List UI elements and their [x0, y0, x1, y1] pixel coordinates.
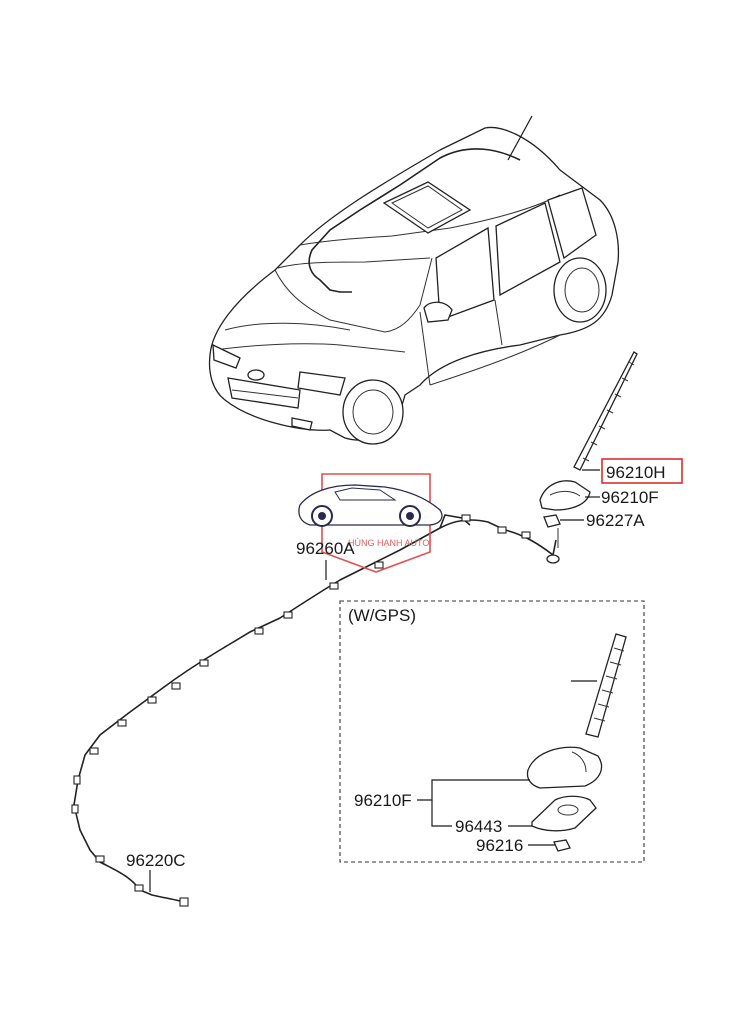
- highlight-box: [601, 458, 683, 484]
- label-96227A: 96227A: [586, 511, 645, 530]
- car-illustration: [208, 115, 620, 445]
- label-96443: 96443: [455, 817, 502, 836]
- roof-antenna-assembly: [539, 351, 638, 564]
- watermark-logo: HÙNG HẠNH AUTO: [298, 473, 443, 573]
- watermark-text: HÙNG HẠNH AUTO: [348, 538, 429, 548]
- label-96220C: 96220C: [126, 851, 186, 870]
- antenna-cable-harness: [71, 514, 557, 907]
- gps-section: [339, 600, 645, 863]
- label-96260A: 96260A: [296, 539, 355, 558]
- gps-section-box: [339, 600, 645, 863]
- label-96210F-top: 96210F: [601, 488, 659, 507]
- label-96210F-gps: 96210F: [354, 791, 412, 810]
- label-96210H: 96210H: [606, 463, 666, 482]
- label-gps-section: (W/GPS): [348, 606, 416, 625]
- label-96216: 96216: [476, 836, 523, 855]
